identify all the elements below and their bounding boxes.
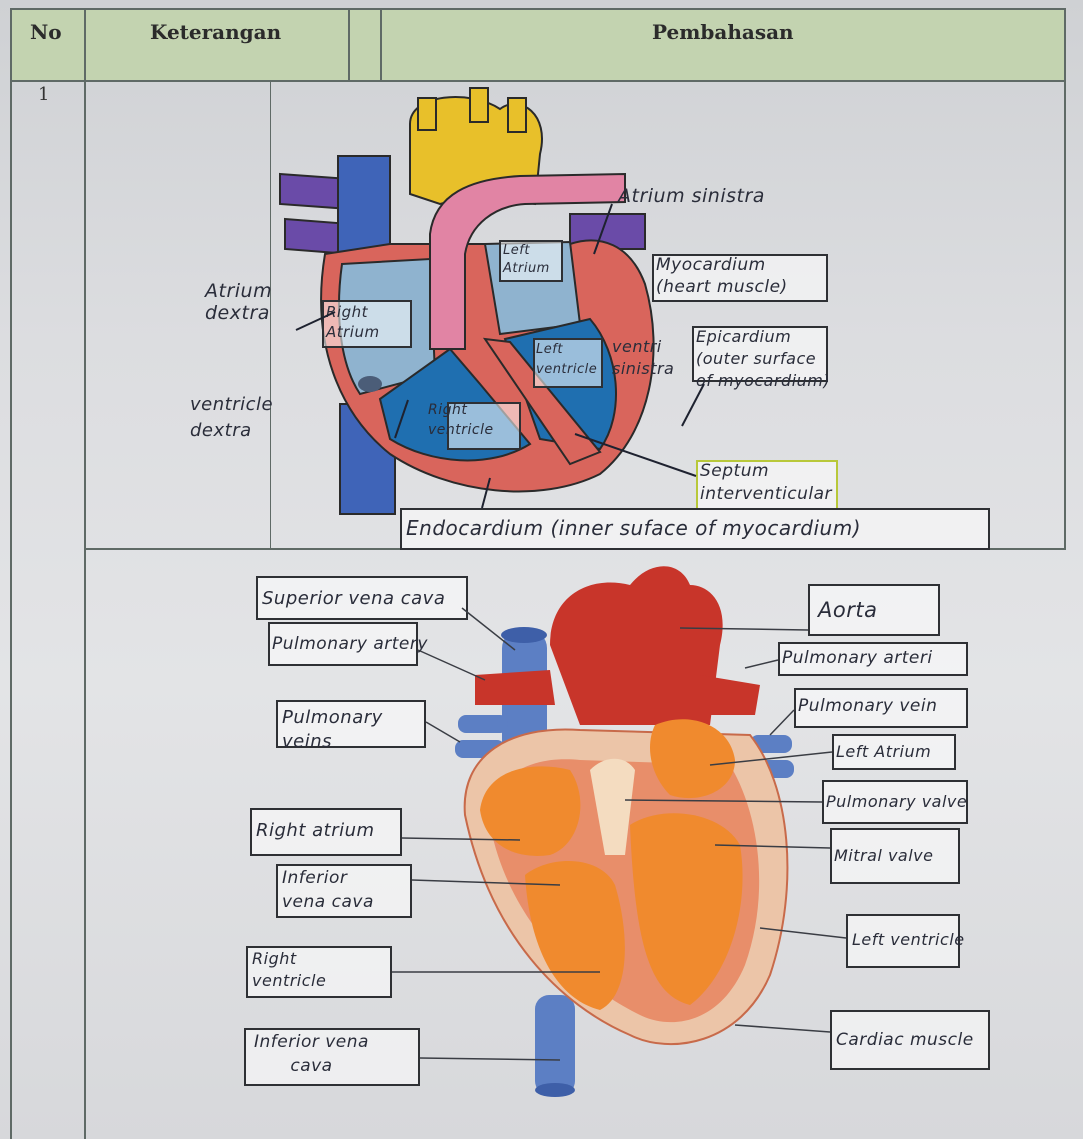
- leader-pveins: [426, 722, 460, 742]
- leader-pvalve: [625, 800, 822, 802]
- leader-aorta: [680, 628, 808, 630]
- leader-pvein: [770, 710, 794, 735]
- leader-mitral: [715, 845, 830, 848]
- leader-lv: [760, 928, 846, 938]
- leader-la: [710, 752, 832, 765]
- leader-svc: [462, 608, 515, 650]
- leader-ra: [402, 838, 520, 840]
- leader-ivc-upper: [412, 880, 560, 885]
- leader-pa-left: [418, 650, 485, 680]
- leader-pa-right: [745, 660, 778, 668]
- leader-ivc-lower: [420, 1058, 560, 1060]
- leader-cm: [735, 1025, 830, 1032]
